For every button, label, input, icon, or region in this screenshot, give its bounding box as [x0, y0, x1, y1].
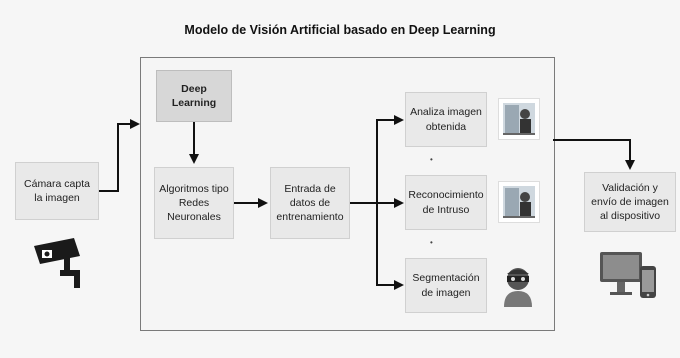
deep-learning-node: Deep Learning	[156, 70, 232, 122]
security-camera-icon	[30, 232, 90, 292]
intruder-photo-icon	[498, 98, 540, 140]
reconocimiento-node: Reconocimiento de Intruso	[405, 175, 487, 230]
camara-node: Cámara capta la imagen	[15, 162, 99, 220]
separator-dot: •	[430, 155, 433, 164]
separator-dot: •	[430, 238, 433, 247]
masked-thief-icon	[498, 263, 538, 307]
analiza-node: Analiza imagen obtenida	[405, 92, 487, 147]
algoritmos-node: Algoritmos tipo Redes Neuronales	[154, 167, 234, 239]
diagram-title: Modelo de Visión Artificial basado en De…	[184, 23, 496, 37]
monitor-and-phone-icon	[598, 248, 662, 306]
intruder-photo-icon	[498, 181, 540, 223]
segmentacion-node: Segmentación de imagen	[405, 258, 487, 313]
validacion-node: Validación y envío de imagen al disposit…	[584, 172, 676, 232]
entrada-node: Entrada de datos de entrenamiento	[270, 167, 350, 239]
